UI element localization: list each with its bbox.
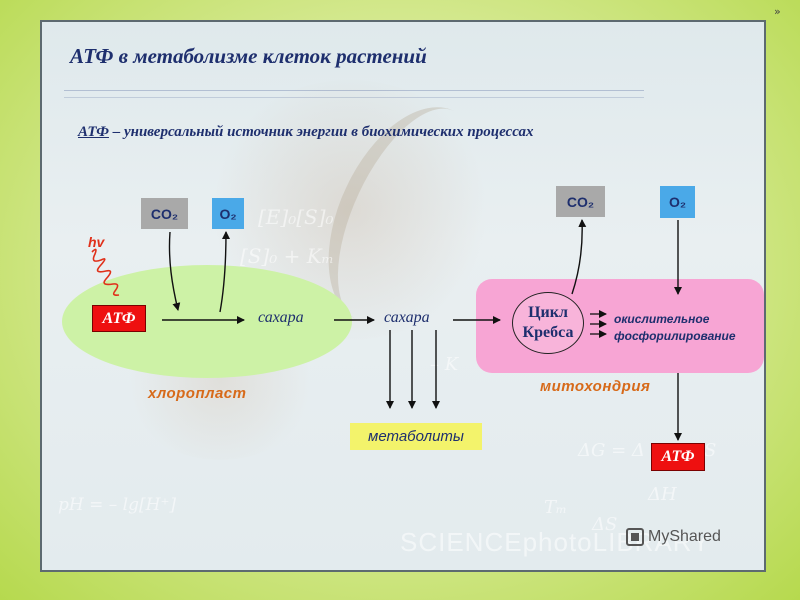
krebs-cycle-line1: Цикл (528, 304, 568, 321)
arrow-krebs-to-co2 (571, 219, 587, 295)
o2-box-left: O₂ (212, 198, 244, 229)
page-title: АТФ в метаболизме клеток растений (70, 44, 427, 68)
arrow-chloroplast-to-o2 (219, 231, 230, 313)
next-slide-icon[interactable]: » (774, 5, 781, 18)
background-formula-ds: ΔS (592, 514, 618, 535)
krebs-cycle-line2: Кребса (522, 324, 574, 341)
oxphos-line2: фосфорилирование (614, 329, 736, 343)
atp-box-mitochondria: АТФ (651, 443, 705, 471)
chloroplast-label: хлоропласт (148, 385, 247, 402)
krebs-cycle-circle (512, 292, 584, 354)
sugars-label-chloroplast: сахара (258, 309, 304, 326)
oxphos-line1: окислительное (614, 312, 710, 326)
co2-box-left: CO₂ (141, 198, 188, 229)
myshared-logo-icon (626, 528, 644, 546)
background-formula-tm: Tₘ (544, 497, 568, 518)
background-formula-gibbs: ΔG = Δ (578, 440, 645, 461)
arrow-co2-to-chloroplast (168, 231, 181, 311)
light-wave (91, 248, 120, 296)
oxidative-phosphorylation-label: окислительное фосфорилирование (614, 311, 736, 345)
mitochondria-label: митохондрия (540, 378, 651, 395)
subtitle-text: – универсальный источник энергии в биохи… (108, 124, 534, 140)
subtitle-lead: АТФ (78, 124, 109, 140)
sugars-label-cytoplasm: сахара (384, 309, 430, 326)
krebs-cycle-label: Цикл Кребса (512, 303, 584, 343)
title-divider-secondary (64, 97, 644, 98)
background-formula-k: – K (430, 354, 459, 375)
metabolites-box: метаболиты (350, 423, 482, 450)
myshared-logo[interactable]: MyShared (626, 528, 721, 546)
myshared-logo-text: MyShared (648, 528, 721, 545)
page-subtitle: АТФ – универсальный источник энергии в б… (78, 124, 533, 141)
co2-box-right: CO₂ (556, 186, 605, 217)
background-formula-ph: pH = – lg[H⁺] (58, 495, 177, 515)
title-divider (64, 90, 644, 91)
background-formula-denominator: [S]₀ + Kₘ (240, 244, 335, 268)
background-formula-s: S (704, 440, 717, 461)
atp-box-chloroplast: АТФ (92, 305, 146, 332)
o2-box-right: O₂ (660, 186, 695, 218)
watermark: SCIENCEphotoLIBRARY (400, 527, 711, 557)
background-formula-numerator: [E]₀[S]₀ (258, 205, 334, 229)
background-formula-dh: ΔH (648, 484, 677, 505)
light-energy-label: hv (88, 234, 105, 250)
